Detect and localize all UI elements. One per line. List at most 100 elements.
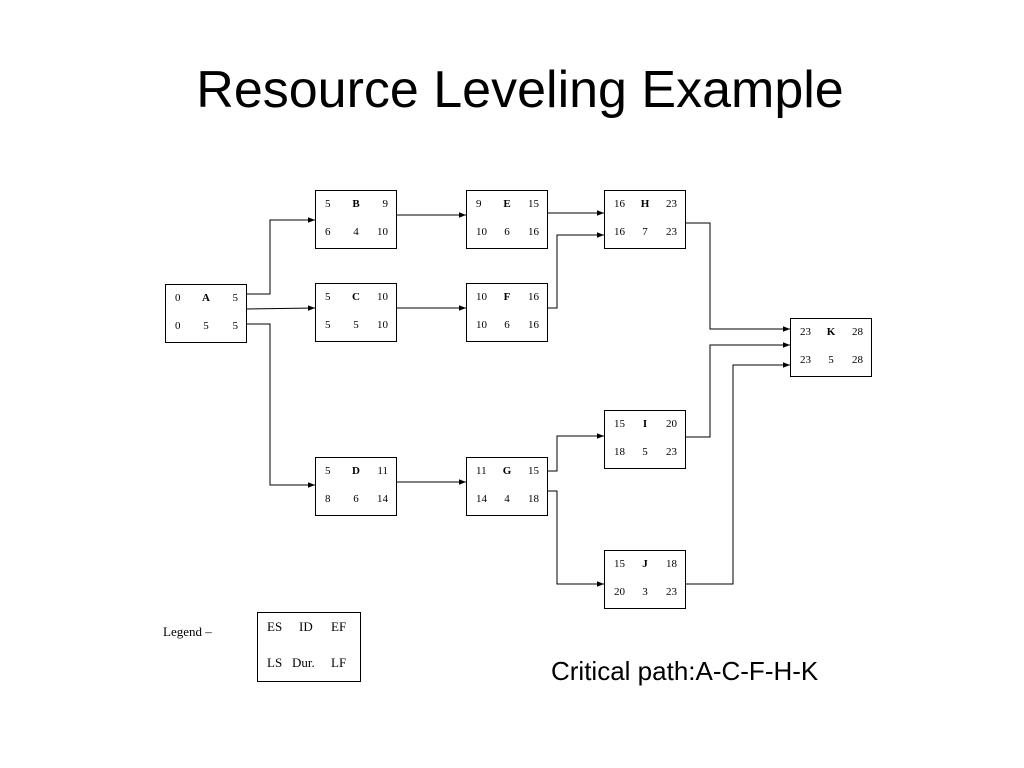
node-es: 15	[614, 418, 626, 430]
node-ef: 23	[666, 198, 678, 210]
node-box	[165, 284, 247, 343]
node-duration: 3	[642, 586, 648, 598]
node-duration: 6	[504, 226, 510, 238]
node-ls: 0	[175, 320, 181, 332]
critical-path-note: Critical path:A-C-F-H-K	[551, 656, 819, 686]
node-lf: 23	[666, 226, 678, 238]
node-duration: 5	[642, 446, 648, 458]
node-ef: 11	[377, 465, 388, 477]
node-duration: 4	[504, 493, 510, 505]
node-box	[466, 190, 548, 249]
node-ef: 9	[383, 198, 389, 210]
node-lf: 16	[528, 226, 540, 238]
node-box	[790, 318, 872, 377]
node-box	[466, 457, 548, 516]
edge-f-h	[547, 232, 604, 309]
node-ls: 6	[325, 226, 331, 238]
slide-title: Resource Leveling Example	[196, 61, 844, 119]
node-es: 10	[476, 291, 488, 303]
legend-box: ES ID EF LS Dur. LF	[257, 612, 361, 682]
node-lf: 5	[233, 320, 239, 332]
edge-j-k	[685, 362, 790, 585]
node-box	[604, 550, 686, 609]
edge-g-i	[547, 433, 604, 472]
node-ef: 20	[666, 418, 678, 430]
node-es: 5	[325, 198, 331, 210]
node-lf: 16	[528, 319, 540, 331]
legend-lf: LF	[331, 655, 347, 670]
node-ef: 28	[852, 326, 864, 338]
node-f: 10 F 16 10 6 16	[466, 283, 548, 342]
node-ls: 10	[476, 319, 488, 331]
node-id-label: C	[352, 291, 360, 303]
edges-layer	[245, 210, 790, 587]
node-box	[315, 457, 397, 516]
node-lf: 14	[377, 493, 389, 505]
node-id-label: B	[352, 198, 360, 210]
edge-a-c	[245, 305, 316, 311]
edge-a-d	[246, 323, 315, 488]
node-id-label: K	[827, 326, 836, 338]
edge-g-j	[547, 490, 604, 587]
node-ef: 10	[377, 291, 389, 303]
node-id-label: G	[503, 465, 512, 477]
node-es: 0	[175, 292, 181, 304]
node-box	[604, 190, 686, 249]
node-duration: 5	[828, 354, 834, 366]
node-es: 15	[614, 558, 626, 570]
node-ls: 10	[476, 226, 488, 238]
legend-label: Legend –	[163, 624, 212, 639]
node-d: 5 D 11 8 6 14	[315, 457, 397, 516]
node-ef: 15	[528, 198, 540, 210]
node-es: 16	[614, 198, 626, 210]
node-duration: 5	[203, 320, 209, 332]
node-e: 9 E 15 10 6 16	[466, 190, 548, 249]
node-duration: 6	[504, 319, 510, 331]
node-id-label: H	[641, 198, 650, 210]
node-ls: 20	[614, 586, 626, 598]
legend-dur: Dur.	[292, 655, 315, 670]
node-id-label: J	[642, 558, 648, 570]
node-lf: 28	[852, 354, 864, 366]
node-box	[604, 410, 686, 469]
node-id-label: F	[504, 291, 511, 303]
node-ls: 8	[325, 493, 331, 505]
node-id-label: A	[202, 292, 210, 304]
node-id-label: E	[503, 198, 510, 210]
node-ef: 15	[528, 465, 540, 477]
node-es: 11	[476, 465, 487, 477]
node-id-label: D	[352, 465, 360, 477]
legend-ef: EF	[331, 619, 347, 634]
node-box	[315, 283, 397, 342]
legend-es: ES	[267, 619, 283, 634]
node-es: 9	[476, 198, 482, 210]
node-ls: 18	[614, 446, 626, 458]
node-duration: 6	[353, 493, 359, 505]
node-h: 16 H 23 16 7 23	[604, 190, 686, 249]
node-ef: 5	[233, 292, 239, 304]
node-lf: 23	[666, 446, 678, 458]
node-duration: 7	[642, 226, 648, 238]
node-b: 5 B 9 6 4 10	[315, 190, 397, 249]
edge-i-k	[685, 342, 790, 438]
node-ls: 16	[614, 226, 626, 238]
node-es: 5	[325, 465, 331, 477]
node-duration: 4	[353, 226, 359, 238]
node-lf: 23	[666, 586, 678, 598]
node-duration: 5	[353, 319, 359, 331]
node-es: 5	[325, 291, 331, 303]
node-lf: 18	[528, 493, 540, 505]
node-box	[315, 190, 397, 249]
node-ls: 5	[325, 319, 331, 331]
legend-ls: LS	[267, 655, 283, 670]
node-box	[466, 283, 548, 342]
node-ef: 16	[528, 291, 540, 303]
node-lf: 10	[377, 226, 389, 238]
